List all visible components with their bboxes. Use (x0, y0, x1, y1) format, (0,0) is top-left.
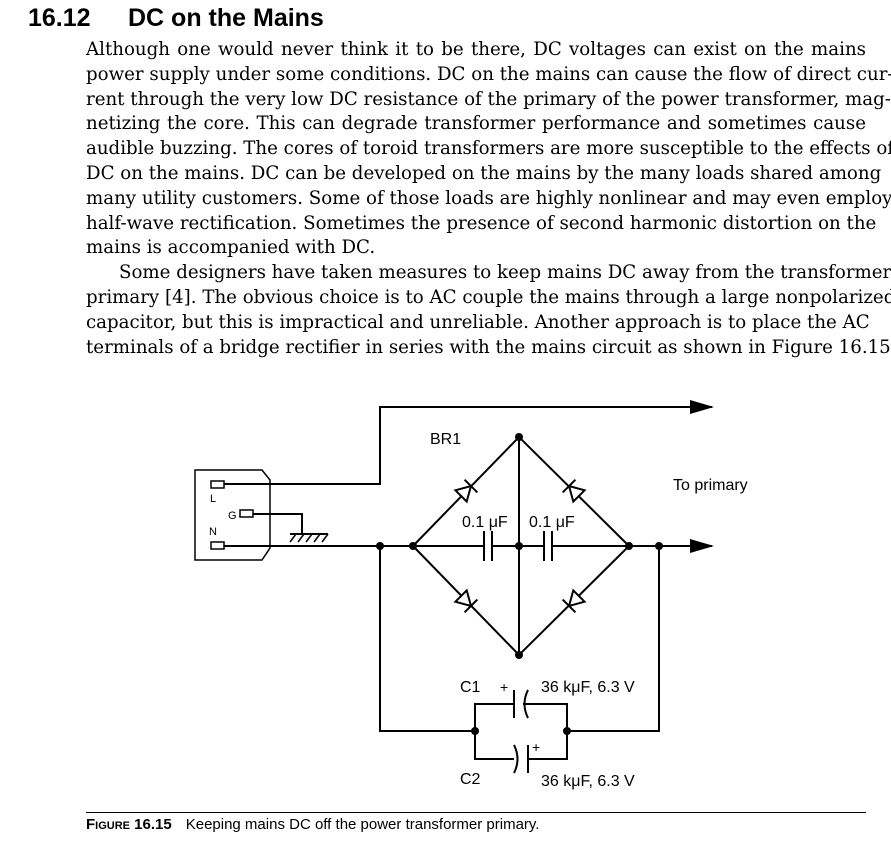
junction-dot (515, 433, 523, 441)
diode-upper-left (453, 478, 479, 504)
label-c2: C2 (460, 771, 481, 788)
label-pin-ground: G (228, 510, 237, 522)
bypass-wire-left (379, 546, 475, 732)
body-text: Although one would never think it to be … (86, 38, 891, 360)
label-cap-left: 0.1 μF (462, 514, 508, 531)
label-c2-plus: + (532, 739, 540, 755)
text-line: power supply under some conditions. DC o… (86, 63, 891, 85)
text-line: DC on the mains. DC can be developed on … (86, 162, 882, 184)
junction-dot (376, 542, 384, 550)
paragraph-2: Some designers have taken measures to ke… (86, 261, 891, 360)
label-pin-live: L (210, 493, 216, 505)
live-wire (224, 400, 714, 485)
caption-label: Figure 16.15 (86, 816, 172, 833)
label-cap-right: 0.1 μF (529, 514, 575, 531)
label-br1: BR1 (430, 431, 461, 448)
ground-symbol (253, 513, 329, 543)
diode-lower-left (453, 588, 479, 614)
text-line: rent through the very low DC resistance … (86, 88, 891, 110)
text-line: half-wave rectification. Sometimes the p… (86, 212, 877, 234)
text-line: netizing the core. This can degrade tran… (86, 113, 866, 135)
section-title: DC on the Mains (128, 4, 324, 32)
section-heading: 16.12 DC on the Mains (28, 4, 324, 33)
paragraph-1: Although one would never think it to be … (86, 38, 891, 261)
junction-dots (376, 433, 663, 735)
junction-dot (563, 727, 571, 735)
diode-upper-right (561, 478, 587, 504)
text-line: mains is accompanied with DC. (86, 237, 376, 259)
junction-dot (655, 542, 663, 550)
figure-caption: Figure 16.15 Keeping mains DC off the pow… (86, 816, 539, 833)
text-line: primary [4]. The obvious choice is to AC… (86, 286, 891, 308)
section-number: 16.12 (28, 4, 91, 32)
text-line: capacitor, but this is impractical and u… (86, 311, 870, 333)
label-c1: C1 (460, 679, 481, 696)
junction-dot (471, 727, 479, 735)
label-pin-neutral: N (209, 526, 217, 538)
caption-rule (86, 812, 866, 813)
caption-text: Keeping mains DC off the power transform… (185, 816, 540, 833)
text-line: Some designers have taken measures to ke… (119, 262, 891, 284)
junction-dot (515, 542, 523, 550)
capacitor-c2 (474, 731, 568, 774)
label-c1-value: 36 kμF, 6.3 V (541, 679, 635, 696)
diode-lower-right (561, 588, 587, 614)
text-line: many utility customers. Some of those lo… (86, 187, 891, 209)
junction-dot (625, 542, 633, 550)
text-line: Although one would never think it to be … (86, 39, 866, 60)
junction-dot (409, 542, 417, 550)
label-c1-plus: + (500, 679, 508, 695)
bypass-wire-right (567, 546, 660, 732)
capacitor-c1 (474, 689, 568, 731)
capacitor-0-1uf-left (413, 531, 519, 561)
label-to-primary: To primary (673, 477, 748, 494)
label-c2-value: 36 kμF, 6.3 V (541, 773, 635, 790)
text-line: audible buzzing. The cores of toroid tra… (86, 138, 891, 160)
text-line: terminals of a bridge rectifier in serie… (86, 336, 891, 358)
junction-dot (515, 651, 523, 659)
mains-inlet (194, 469, 271, 561)
capacitor-0-1uf-right (519, 531, 629, 561)
